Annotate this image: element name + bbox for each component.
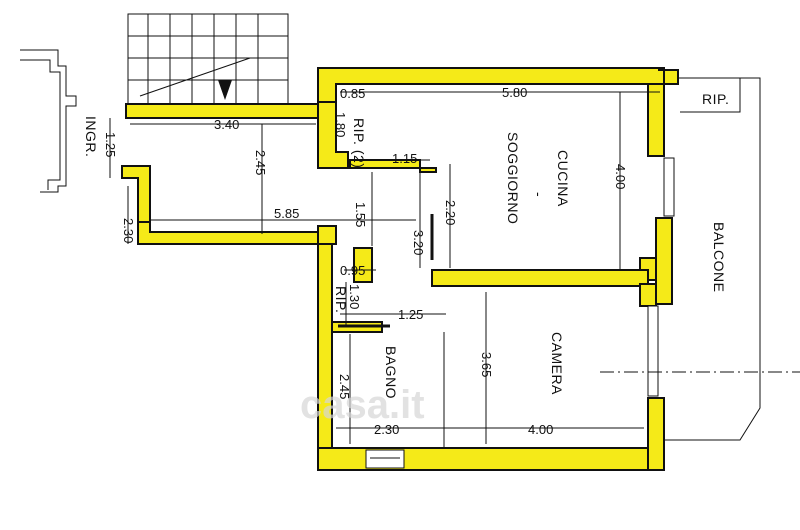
dim-400-kitchen: 4.00: [613, 164, 628, 189]
room-label-ingr: INGR.: [83, 116, 99, 157]
room-label-camera: CAMERA: [549, 332, 565, 395]
left-outline: [20, 49, 77, 193]
room-label-balcone: BALCONE: [711, 222, 727, 292]
dim-230-left: 2.30: [121, 218, 136, 243]
room-label-rip-top: RIP.: [702, 91, 729, 107]
dim-340: 3.40: [214, 117, 239, 132]
dim-245-bath: 2.45: [337, 374, 352, 399]
dim-155: 1.55: [353, 202, 368, 227]
dim-320: 3.20: [411, 230, 426, 255]
room-label-soggiorno: SOGGIORNO: [505, 132, 521, 224]
dim-130: 1.30: [347, 284, 362, 309]
dim-400-camera: 4.00: [528, 422, 553, 437]
dim-230-bath: 2.30: [374, 422, 399, 437]
dim-245-hall: 2.45: [253, 150, 268, 175]
dim-125-left: 1.25: [103, 132, 118, 157]
balcony-outline: [600, 77, 800, 441]
dim-585: 5.85: [274, 206, 299, 221]
dim-365: 3.65: [479, 352, 494, 377]
room-label-bagno: BAGNO: [383, 346, 399, 399]
dim-125-bath: 1.25: [398, 307, 423, 322]
dim-095: 0.95: [340, 263, 365, 278]
room-label-rip-small: RIP.: [333, 286, 349, 313]
room-label-cucina-dash: -: [531, 192, 547, 197]
dim-180: 1.80: [333, 112, 348, 137]
openings: [338, 157, 675, 469]
dimension-lines: [109, 91, 660, 448]
dim-115: 1.15: [392, 151, 417, 166]
room-label-cucina: CUCINA: [555, 150, 571, 207]
room-label-rip-2: RIP. (2): [351, 118, 367, 168]
dim-085: 0.85: [340, 86, 365, 101]
dim-220: 2.20: [443, 200, 458, 225]
watermark: casa.it: [300, 383, 425, 427]
stairwell: [127, 13, 289, 107]
dim-580: 5.80: [502, 85, 527, 100]
